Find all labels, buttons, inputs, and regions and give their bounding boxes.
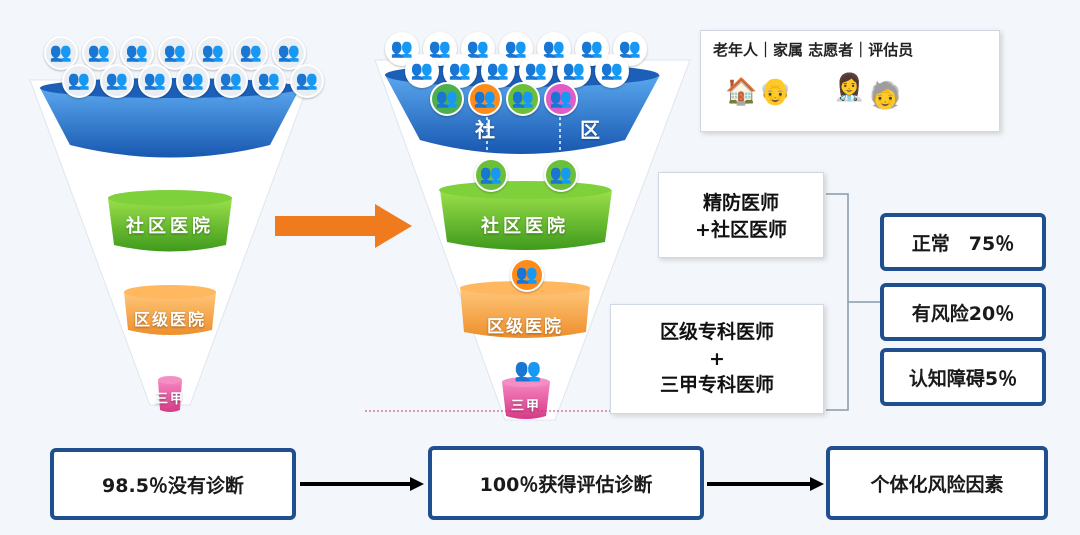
person-group-icon: 👥 [214, 64, 248, 98]
roles-card: 老年人｜家属 志愿者｜评估员 🏠 👴 👩‍⚕️ 🧓 [700, 30, 1000, 132]
person-group-icon: 👥 [613, 32, 647, 66]
specialist-line-1: 区级专科医师 [659, 321, 774, 344]
right-people-colored: 👥 👥 👥 👥 [430, 82, 578, 116]
person-group-icon: 👥 [481, 54, 515, 88]
flow-arrows [300, 477, 824, 491]
right-tier-community-hospital: 社区医院 [481, 216, 569, 237]
left-tier-district-hospital: 区级医院 [133, 310, 206, 329]
person-group-icon: 👥 [595, 54, 629, 88]
person-group-icon: 👥 [44, 36, 78, 70]
person-group-icon: 👥 [62, 64, 96, 98]
person-group-icon: 👥 [290, 64, 324, 98]
specialist-line-2: + [709, 347, 725, 370]
bracket [826, 193, 880, 411]
right-tier-district-hospital: 区级医院 [487, 317, 563, 337]
person-group-icon: 👥 [468, 82, 502, 116]
person-group-icon: 👥 [405, 54, 439, 88]
result-cognitive-impairment: 认知障碍5％ [880, 348, 1046, 406]
house-elder-icon: 🏠 [725, 77, 758, 107]
elder-icon: 👴 [759, 77, 792, 107]
flow-risk-factors: 个体化风险因素 [826, 446, 1048, 520]
result-normal: 正常 75％ [880, 213, 1046, 271]
community-doctor-line-2: +社区医师 [695, 219, 787, 241]
right-people-row-1: 👥 👥 👥 👥 👥 👥 👥 [385, 32, 647, 66]
result-at-risk: 有风险20％ [880, 283, 1046, 341]
person-group-icon: 👥 [234, 36, 268, 70]
community-doctor-box: 精防医师 +社区医师 [658, 172, 824, 258]
person-group-icon: 👥 [430, 82, 464, 116]
specialist-line-3: 三甲专科医师 [659, 374, 774, 397]
specialist-doctor-box: 区级专科医师 + 三甲专科医师 [610, 304, 824, 414]
right-top-label-she: 社 [475, 118, 499, 142]
person-group-icon: 👥 [100, 64, 134, 98]
flow-assessment-diagnosis: 100％获得评估诊断 [428, 446, 704, 520]
right-top-label-qu: 区 [580, 118, 604, 142]
person-group-icon: 👥 [510, 258, 544, 292]
left-funnel [29, 78, 311, 412]
person-group-icon: 👥 [544, 158, 578, 192]
evaluator-icon: 🧓 [869, 81, 902, 111]
right-people-row-2: 👥 👥 👥 👥 👥 👥 [405, 54, 629, 88]
flow-no-diagnosis: 98.5％没有诊断 [50, 448, 296, 520]
roles-title: 老年人｜家属 志愿者｜评估员 [713, 41, 914, 59]
left-tier-community-hospital: 社区医院 [126, 216, 214, 237]
person-group-icon: 👥 [514, 358, 542, 383]
person-group-icon: 👥 [544, 82, 578, 116]
community-doctor-line-1: 精防医师 [702, 192, 779, 214]
right-tier-tertiary: 三甲 [510, 399, 541, 414]
orange-arrow-icon [275, 204, 412, 248]
person-group-icon: 👥 [252, 64, 286, 98]
person-group-icon: 👥 [176, 64, 210, 98]
left-tier-tertiary: 三甲 [154, 392, 185, 407]
volunteer-icon: 👩‍⚕️ [833, 73, 866, 103]
person-group-icon: 👥 [474, 158, 508, 192]
person-group-icon: 👥 [138, 64, 172, 98]
person-group-icon: 👥 [506, 82, 540, 116]
left-people-row-2: 👥 👥 👥 👥 👥 👥 👥 [62, 64, 324, 98]
